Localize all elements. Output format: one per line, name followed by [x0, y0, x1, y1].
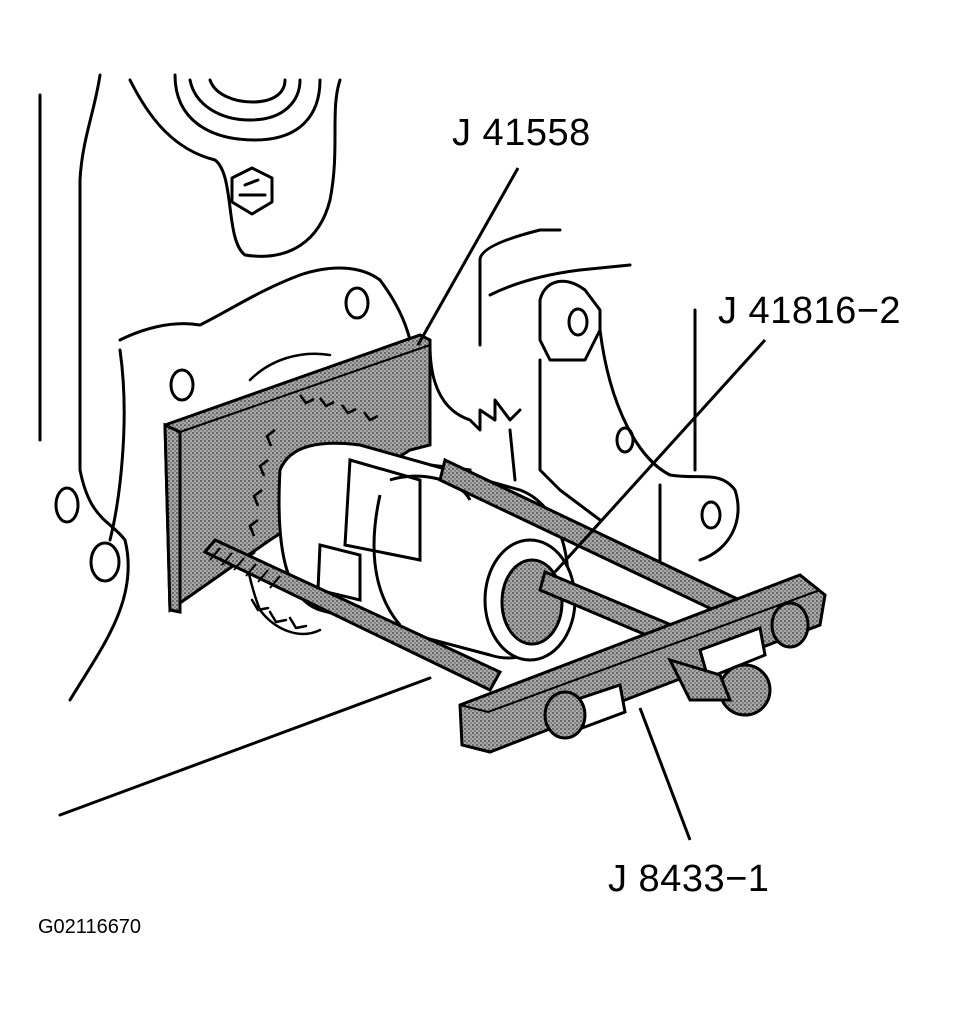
leader-lines [416, 167, 767, 841]
leader-line-j8433-1 [638, 707, 692, 841]
engine-block-outline [38, 73, 740, 817]
threaded-rods [202, 457, 752, 692]
puller-bar [458, 573, 827, 754]
callout-j8433-1: J 8433−1 [608, 858, 770, 900]
hex-bolt [230, 166, 274, 216]
sprocket-teeth [245, 394, 379, 569]
leader-line-j41816-2 [553, 338, 767, 574]
figure-id: G02116670 [38, 916, 142, 938]
callout-j41558: J 41558 [452, 112, 591, 154]
callout-j41816-2: J 41816−2 [718, 290, 902, 332]
mounting-holes [54, 286, 722, 583]
leader-line-j41558 [416, 167, 520, 346]
